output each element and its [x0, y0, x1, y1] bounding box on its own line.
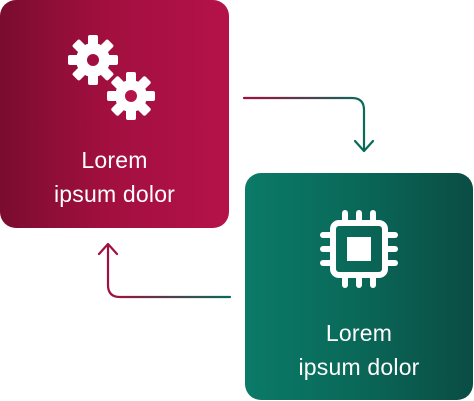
- forward-arrowhead: [353, 139, 375, 153]
- card-label: Lorem ipsum dolor: [245, 316, 473, 384]
- card-label: Lorem ipsum dolor: [0, 143, 229, 211]
- gears-icon: [68, 35, 155, 120]
- return-arrowhead: [97, 242, 119, 256]
- forward-arrow: [242, 96, 366, 152]
- cpu-chip-icon: [320, 210, 398, 288]
- card-label-line2: ipsum dolor: [53, 181, 176, 207]
- process-card-processing: Lorem ipsum dolor: [245, 173, 473, 400]
- card-label-line2: ipsum dolor: [298, 354, 420, 380]
- card-label-line1: Lorem: [81, 147, 148, 173]
- return-arrow: [106, 243, 232, 299]
- card-label-line1: Lorem: [325, 320, 393, 346]
- process-card-settings: Lorem ipsum dolor: [0, 0, 229, 228]
